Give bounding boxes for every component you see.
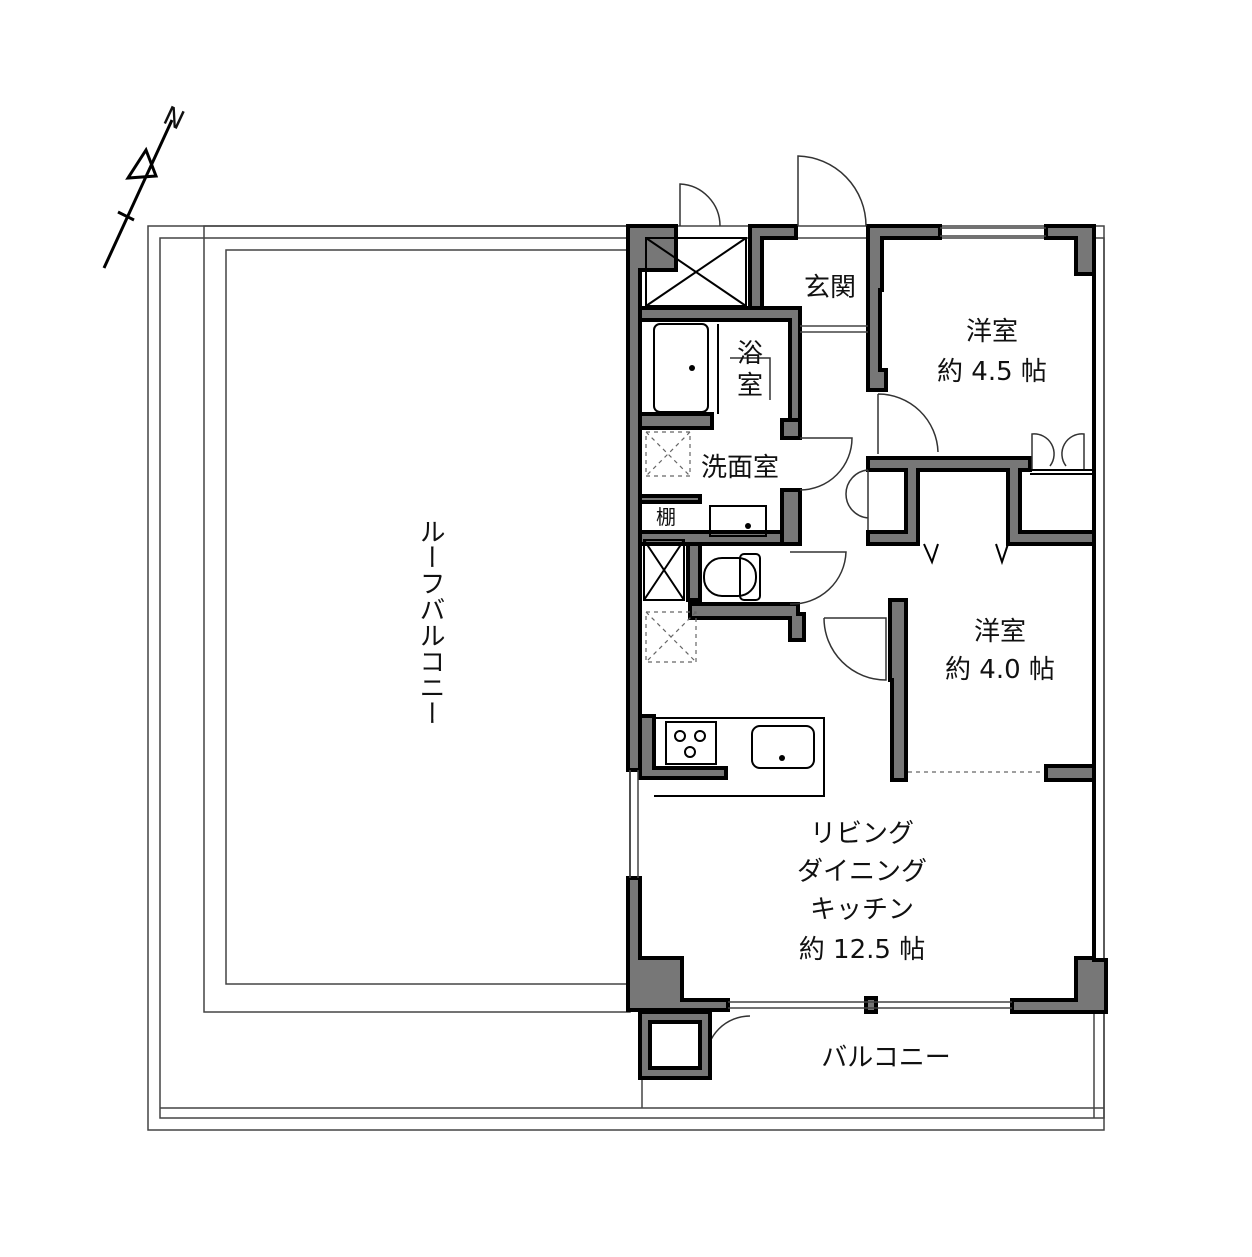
western-room-2-name: 洋室 bbox=[974, 617, 1026, 647]
room-labels: ルーフバルコニー 玄関 浴 室 洗面室 棚 洋室 約 4.5 帖 洋室 約 4.… bbox=[415, 273, 1055, 1073]
ldk-label-2: ダイニング bbox=[797, 857, 927, 887]
bathtub-icon bbox=[653, 323, 709, 413]
ldk-label-1: リビング bbox=[810, 819, 914, 849]
western-room-1-size: 約 4.5 帖 bbox=[937, 357, 1047, 387]
fridge-space-icon bbox=[645, 611, 697, 663]
western-room-2-size: 約 4.0 帖 bbox=[945, 655, 1055, 685]
ldk-size: 約 12.5 帖 bbox=[799, 935, 925, 965]
bath-label-1: 浴 bbox=[737, 339, 763, 369]
doors bbox=[679, 155, 1085, 1061]
shelf-label: 棚 bbox=[656, 505, 676, 529]
kitchen-sink-icon bbox=[751, 725, 815, 769]
ldk-label-3: キッチン bbox=[810, 895, 914, 925]
windows bbox=[629, 227, 1046, 1009]
entrance-label: 玄関 bbox=[804, 273, 856, 303]
storage-closet bbox=[643, 237, 747, 601]
north-arrow-icon: N bbox=[102, 101, 189, 269]
north-label: N bbox=[158, 101, 188, 136]
exterior-walls bbox=[626, 224, 1108, 1014]
toilet-icon bbox=[703, 557, 757, 597]
bath-label-2: 室 bbox=[737, 371, 763, 401]
balcony-label: バルコニー bbox=[821, 1043, 950, 1073]
drain-icon bbox=[689, 365, 695, 371]
sink-icon bbox=[709, 505, 767, 537]
roof-balcony-label: ルーフバルコニー bbox=[415, 518, 445, 726]
balcony-storage bbox=[638, 1010, 712, 1080]
washer-pan-icon bbox=[645, 431, 691, 477]
washroom-label: 洗面室 bbox=[701, 453, 779, 483]
stove-icon bbox=[665, 721, 717, 765]
fixtures bbox=[645, 323, 1094, 797]
western-room-1-name: 洋室 bbox=[966, 317, 1018, 347]
